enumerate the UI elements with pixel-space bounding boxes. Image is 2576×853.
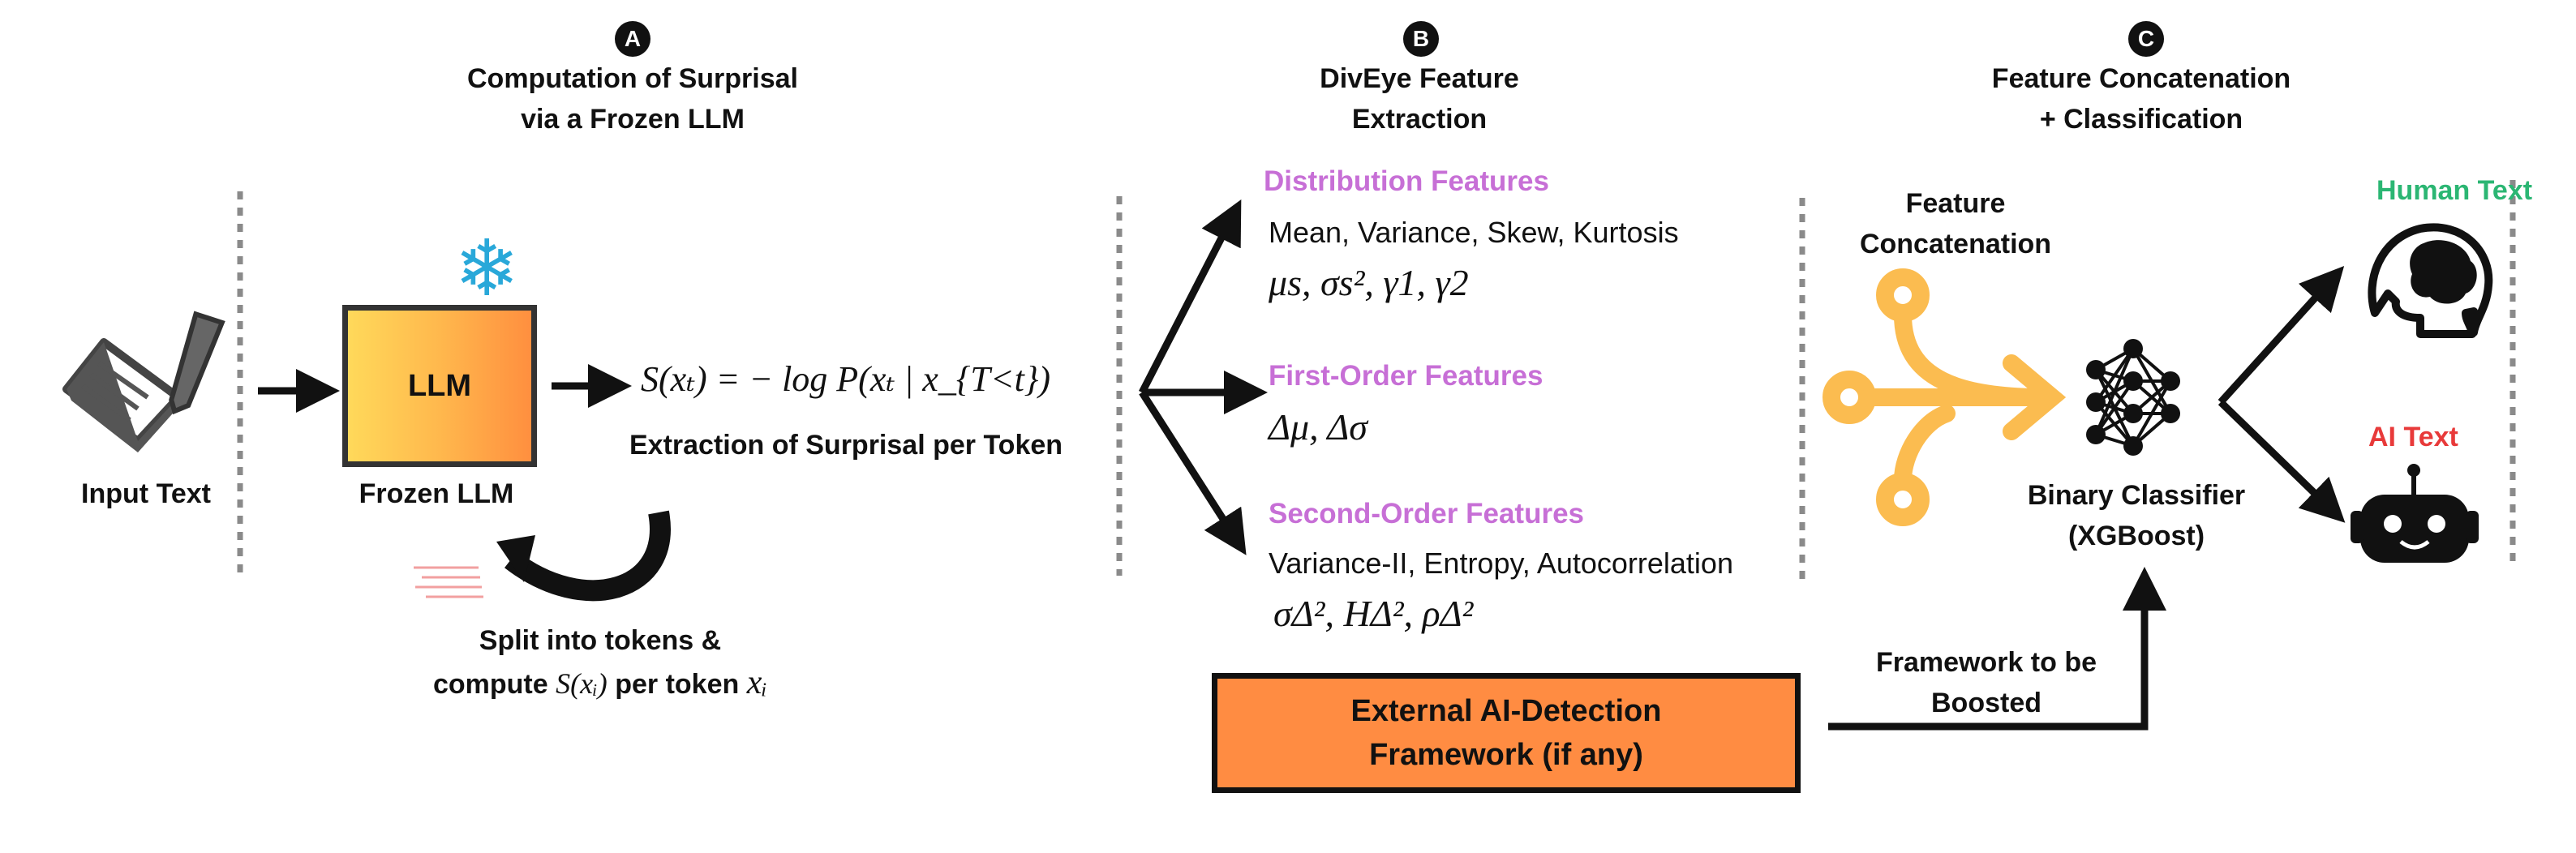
section-c-title-line1: Feature Concatenation xyxy=(1991,63,2291,94)
human-head-brain-icon xyxy=(2368,223,2493,338)
arrow-to-distribution xyxy=(1138,199,1242,395)
arrow-split-tokens xyxy=(504,510,671,602)
surprisal-formula: S(xₜ) = − log P(xₜ | x_{T<t}) xyxy=(641,359,1051,399)
split-tokens-label: Split into tokens & compute S(xᵢ) per to… xyxy=(381,619,819,705)
distribution-features-math: μs, σs², γ1, γ2 xyxy=(1269,262,1469,303)
section-c-badge: C xyxy=(2128,21,2164,57)
motion-lines xyxy=(414,566,483,598)
merge-arrows-icon xyxy=(1823,268,2067,526)
robot-icon xyxy=(2351,464,2479,563)
first-order-features-math: Δμ, Δσ xyxy=(1269,406,1367,448)
section-b-title-line1: DivEye Feature xyxy=(1320,63,1519,94)
surprisal-math: S(xᵢ) xyxy=(556,667,608,700)
second-order-features-desc: Variance-II, Entropy, Autocorrelation xyxy=(1269,547,1733,580)
split-line1: Split into tokens & xyxy=(479,625,722,656)
document-pen-icon xyxy=(62,311,225,452)
ai-text-label: AI Text xyxy=(2368,422,2458,452)
arrow-to-second-order xyxy=(1139,390,1247,555)
second-order-features-math: σΔ², HΔ², ρΔ² xyxy=(1273,593,1474,634)
section-a-title: Computation of Surprisal via a Frozen LL… xyxy=(397,58,868,139)
token-math: xᵢ xyxy=(746,664,767,701)
frozen-llm-label: Frozen LLM xyxy=(358,478,514,509)
snowflake-icon: ❄ xyxy=(454,225,520,312)
arrow-to-ai xyxy=(2218,399,2346,523)
extraction-label: Extraction of Surprisal per Token xyxy=(629,430,1063,461)
distribution-features-title: Distribution Features xyxy=(1264,165,1549,197)
arrow-to-human xyxy=(2218,265,2345,405)
second-order-features-title: Second-Order Features xyxy=(1269,498,1584,529)
section-c-title-line2: + Classification xyxy=(2039,104,2243,135)
binary-classifier-label: Binary Classifier (XGBoost) xyxy=(2027,480,2246,551)
section-a-badge: A xyxy=(615,21,650,57)
external-line1: External AI-Detection xyxy=(1350,694,1662,728)
framework-boosted-label: Framework to be Boosted xyxy=(1875,647,2097,718)
input-text-label: Input Text xyxy=(81,478,211,509)
section-c-title: Feature Concatenation + Classification xyxy=(1938,58,2344,139)
section-b-badge: B xyxy=(1403,21,1439,57)
llm-box-label: LLM xyxy=(407,368,472,403)
neural-network-icon xyxy=(2086,339,2180,456)
section-a-title-line2: via a Frozen LLM xyxy=(521,104,745,135)
arrow-external-to-classifier xyxy=(1828,567,2166,731)
distribution-features-desc: Mean, Variance, Skew, Kurtosis xyxy=(1269,216,1679,249)
first-order-features-title: First-Order Features xyxy=(1269,360,1543,392)
human-text-label: Human Text xyxy=(2376,175,2533,206)
external-framework-box: External AI-Detection Framework (if any) xyxy=(1212,673,1801,793)
llm-box: LLM xyxy=(342,305,537,467)
section-b-title: DivEye Feature Extraction xyxy=(1249,58,1590,139)
section-b-title-line2: Extraction xyxy=(1351,104,1488,135)
section-a-title-line1: Computation of Surprisal xyxy=(467,63,798,94)
external-line2: Framework (if any) xyxy=(1369,738,1643,772)
split-line2: compute S(xᵢ) per token xᵢ xyxy=(432,664,767,701)
feature-concatenation-label: Feature Concatenation xyxy=(1859,188,2052,259)
